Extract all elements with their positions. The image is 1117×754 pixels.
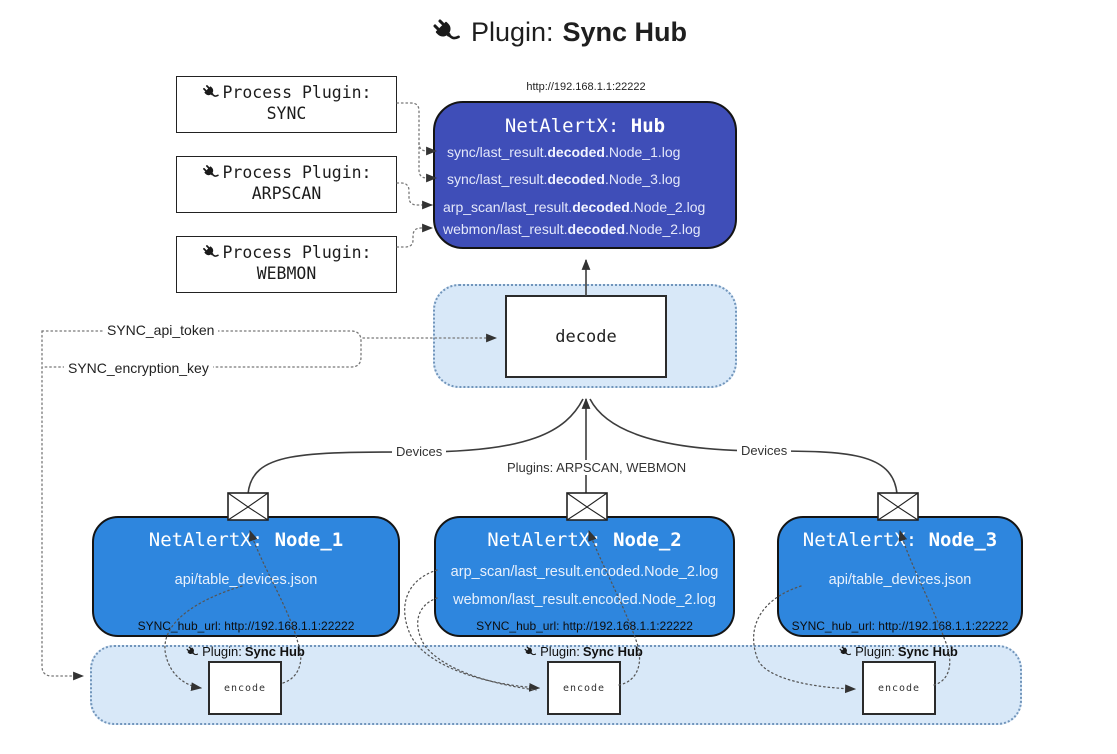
plug-icon (185, 645, 199, 659)
hub-url-label: http://192.168.1.1:22222 (526, 81, 646, 93)
node-file: api/table_devices.json (828, 572, 972, 588)
hub-title-name: Hub (630, 115, 666, 137)
process-plugin-name: ARPSCAN (251, 184, 322, 203)
plug-icon (201, 163, 220, 182)
hub-title-prefix: NetAlertX: (504, 115, 631, 137)
node-title: NetAlertX: Node_2 (487, 529, 682, 551)
node-3-box: NetAlertX: Node_3 api/table_devices.json… (777, 516, 1023, 637)
node-title: NetAlertX: Node_3 (802, 529, 998, 551)
plug-icon (201, 83, 220, 102)
process-plugin-label: Process Plugin: (222, 243, 372, 262)
hub-file-3: arp_scan/last_result.decoded.Node_2.log (443, 199, 706, 215)
encode-box-3: encode (862, 661, 936, 715)
edge-label-devices-left: Devices (392, 444, 447, 459)
envelope-icon (227, 492, 269, 521)
process-plugin-arpscan: Process Plugin: ARPSCAN (176, 156, 397, 213)
hub-file-4: webmon/last_result.decoded.Node_2.log (443, 221, 701, 237)
config-encryption-key-label: SYNC_encryption_key (64, 360, 213, 376)
config-api-token-label: SYNC_api_token (103, 322, 219, 338)
node-hub-url: SYNC_hub_url: http://192.168.1.1:22222 (476, 619, 693, 633)
hub-box: NetAlertX: Hub sync/last_result.decoded.… (433, 101, 737, 249)
process-plugin-sync: Process Plugin: SYNC (176, 76, 397, 133)
encoder-label-1: Plugin: Sync Hub (170, 644, 320, 659)
edge-label-devices-right: Devices (737, 443, 792, 458)
node-file: api/table_devices.json (174, 572, 318, 588)
node-1-box: NetAlertX: Node_1 api/table_devices.json… (92, 516, 400, 637)
envelope-icon (566, 492, 608, 521)
page-title: Plugin: Sync Hub (0, 16, 1117, 48)
process-plugin-label: Process Plugin: (222, 83, 372, 102)
edge-sync-to-hub-1 (396, 102, 438, 156)
plug-icon (523, 645, 537, 659)
process-plugin-label: Process Plugin: (222, 163, 372, 182)
title-name: Sync Hub (562, 16, 688, 47)
encoder-label-3: Plugin: Sync Hub (823, 644, 973, 659)
edge-arpscan-to-hub (396, 182, 434, 210)
edge-label-plugins: Plugins: ARPSCAN, WEBMON (503, 460, 691, 475)
decode-box: decode (505, 295, 667, 378)
plug-icon (838, 645, 852, 659)
hub-title: NetAlertX: Hub (435, 115, 735, 137)
edge-config-to-band (41, 330, 85, 681)
plug-icon (430, 16, 462, 48)
node-file: arp_scan/last_result.encoded.Node_2.log (450, 564, 719, 580)
node-hub-url: SYNC_hub_url: http://192.168.1.1:22222 (791, 619, 1009, 633)
encode-box-1: encode (208, 661, 282, 715)
node-2-box: NetAlertX: Node_2 arp_scan/last_result.e… (434, 516, 735, 637)
edge-webmon-to-hub (396, 223, 434, 248)
encode-box-2: encode (547, 661, 621, 715)
process-plugin-name: WEBMON (256, 264, 317, 283)
plug-icon (201, 243, 220, 262)
process-plugin-name: SYNC (266, 104, 307, 123)
node-hub-url: SYNC_hub_url: http://192.168.1.1:22222 (137, 619, 355, 633)
envelope-icon (877, 492, 919, 521)
hub-file-2: sync/last_result.decoded.Node_3.log (447, 171, 681, 187)
encoder-label-2: Plugin: Sync Hub (508, 644, 658, 659)
process-plugin-webmon: Process Plugin: WEBMON (176, 236, 397, 293)
title-label: Plugin: (470, 16, 554, 47)
node-title: NetAlertX: Node_1 (148, 529, 344, 551)
node-file: webmon/last_result.encoded.Node_2.log (453, 592, 716, 608)
hub-file-1: sync/last_result.decoded.Node_1.log (447, 144, 681, 160)
